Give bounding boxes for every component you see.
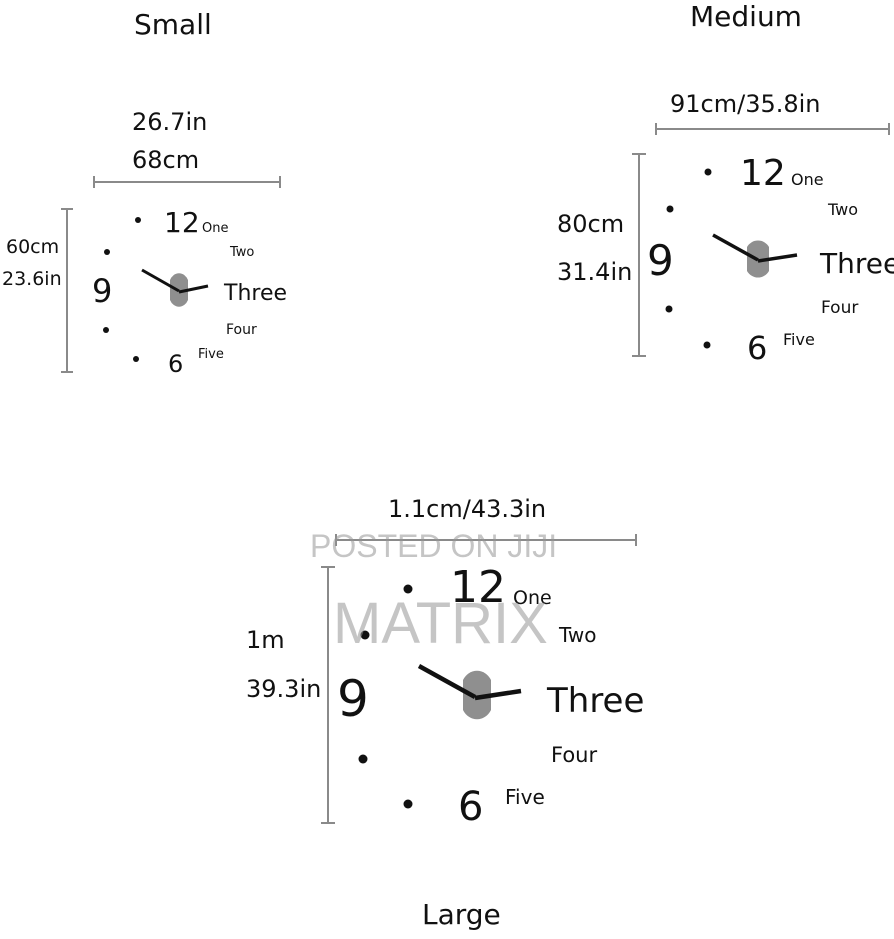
clock-numeral-12: 12: [740, 153, 786, 194]
medium-clock: 12 One Two 9 Three Four 6 Five: [645, 145, 894, 370]
clock-dot: [666, 205, 674, 213]
clock-minute-hand: [417, 664, 477, 699]
large-clock: 12 One Two 9 Three Four 6 Five: [335, 560, 645, 840]
clock-hub: [463, 670, 491, 720]
clock-word-three: Three: [223, 281, 287, 306]
clock-hour-hand: [757, 253, 798, 263]
clock-word-three: Three: [819, 247, 894, 280]
clock-word-one: One: [791, 170, 824, 189]
clock-dot: [665, 305, 673, 313]
large-width-dimension-line: [335, 534, 637, 546]
medium-width: 91cm/35.8in: [670, 90, 821, 118]
small-width-dimension-line: [93, 176, 281, 188]
clock-numeral-9: 9: [647, 236, 674, 285]
clock-word-one: One: [202, 221, 228, 236]
clock-word-two: Two: [558, 623, 597, 647]
small-height-cm: 60cm: [6, 236, 60, 258]
clock-dot: [704, 168, 712, 176]
clock-numeral-9: 9: [92, 272, 112, 310]
watermark-matrix: MATRIX: [333, 591, 548, 656]
large-height-in: 39.3in: [246, 675, 322, 703]
clock-dot: [358, 754, 368, 764]
clock-numeral-6: 6: [747, 329, 767, 367]
small-height-dimension-line: [61, 208, 73, 373]
clock-word-one: One: [513, 587, 552, 609]
clock-word-four: Four: [821, 298, 858, 318]
small-title: Small: [134, 8, 212, 41]
clock-dot: [135, 217, 141, 223]
large-width: 1.1cm/43.3in: [388, 495, 547, 523]
clock-word-four: Four: [226, 322, 257, 338]
medium-title: Medium: [690, 0, 802, 33]
clock-numeral-12: 12: [164, 206, 200, 239]
watermark-posted-on-jiji: POSTED ON JIJI: [310, 528, 558, 564]
medium-clock-graphic: 12 One Two 9 Three Four 6 Five: [647, 153, 894, 367]
large-height-m: 1m: [246, 626, 285, 654]
clock-numeral-12: 12: [450, 562, 506, 613]
large-clock-graphic: 12 One Two 9 Three Four 6 Five: [337, 562, 644, 830]
medium-height-in: 31.4in: [557, 258, 633, 286]
medium-width-dimension-line: [655, 123, 890, 135]
clock-numeral-6: 6: [458, 784, 483, 830]
clock-dot: [403, 799, 413, 809]
clock-dot: [104, 249, 110, 255]
small-clock-graphic: 12 One Two 9 Three Four 6 Five: [92, 206, 287, 378]
clock-dot: [103, 327, 109, 333]
clock-numeral-6: 6: [168, 350, 183, 378]
clock-dot: [703, 341, 711, 349]
clock-dot: [133, 356, 139, 362]
small-width-cm: 68cm: [132, 146, 200, 174]
clock-numeral-9: 9: [337, 670, 369, 728]
clock-hour-hand: [178, 284, 209, 294]
small-width-in: 26.7in: [132, 108, 208, 136]
clock-word-five: Five: [505, 785, 545, 809]
medium-height-cm: 80cm: [557, 210, 625, 238]
clock-dot: [403, 584, 413, 594]
clock-word-five: Five: [198, 347, 224, 362]
clock-word-two: Two: [229, 245, 254, 260]
small-height-in: 23.6in: [2, 268, 62, 290]
clock-minute-hand: [141, 268, 180, 293]
clock-word-two: Two: [827, 200, 858, 219]
large-title: Large: [422, 898, 501, 931]
large-height-dimension-line: [321, 566, 335, 824]
clock-word-five: Five: [783, 330, 815, 349]
clock-word-three: Three: [546, 681, 644, 721]
clock-hour-hand: [474, 688, 522, 701]
clock-word-four: Four: [551, 743, 597, 767]
small-clock: 12 One Two 9 Three Four 6 Five: [90, 200, 290, 380]
clock-minute-hand: [712, 233, 759, 262]
clock-dot: [360, 630, 370, 640]
medium-height-dimension-line: [632, 153, 646, 357]
